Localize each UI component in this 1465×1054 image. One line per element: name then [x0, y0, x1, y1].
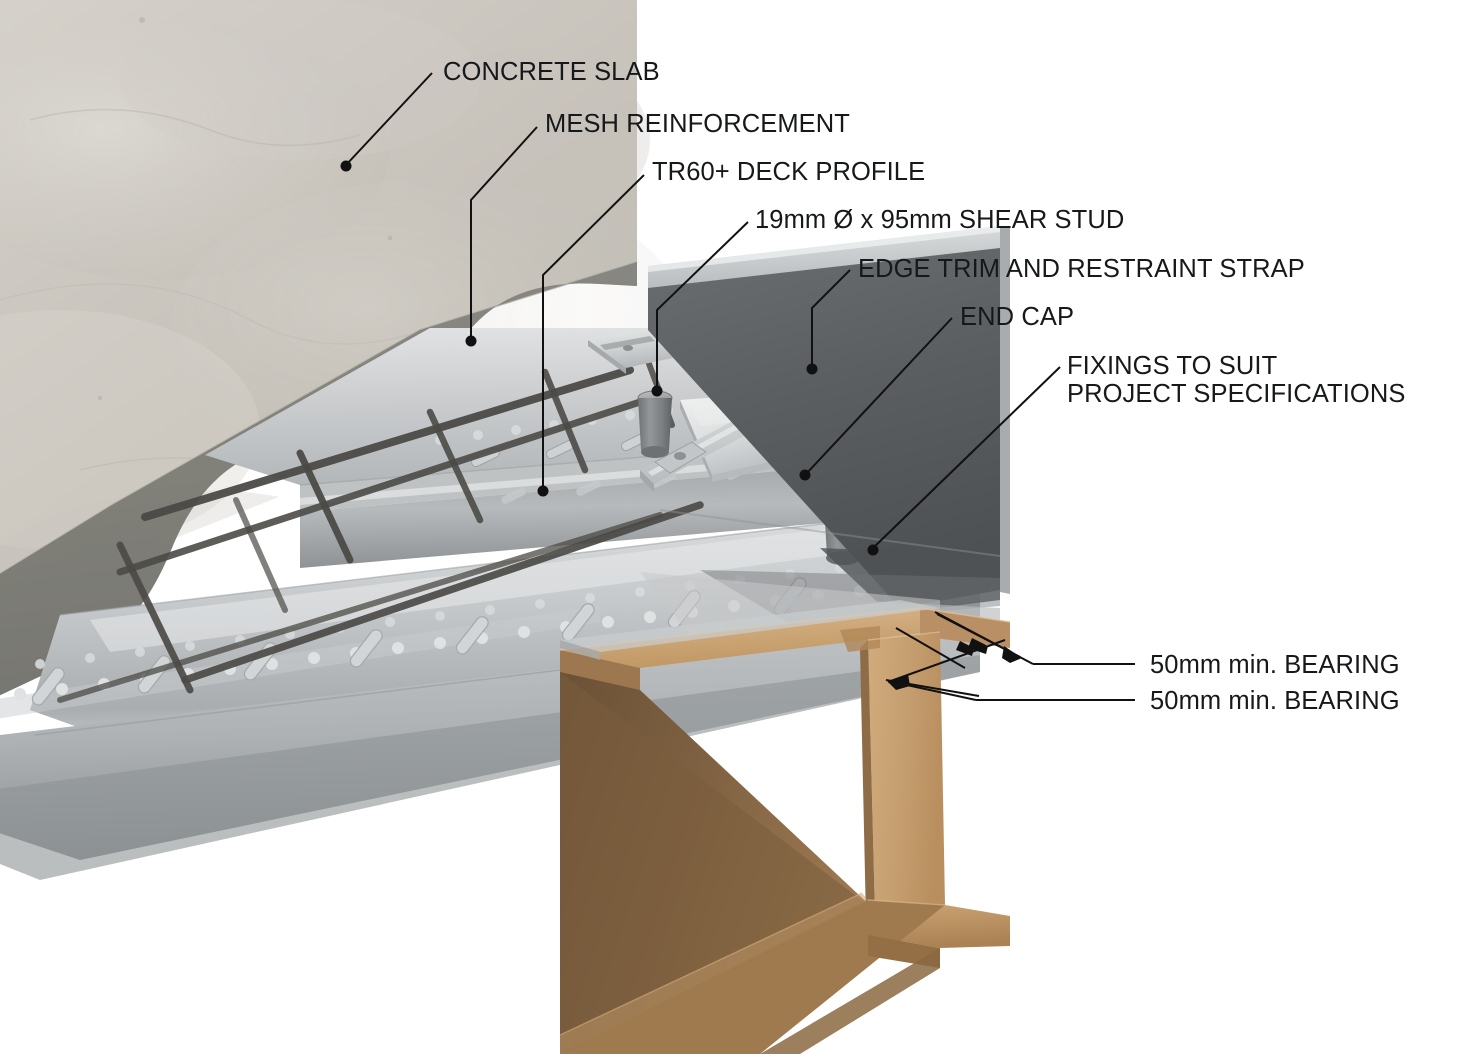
label-edge-trim-and-restraint-strap: EDGE TRIM AND RESTRAINT STRAP — [858, 255, 1305, 283]
label-concrete-slab: CONCRETE SLAB — [443, 58, 660, 86]
label-tr60-deck-profile: TR60+ DECK PROFILE — [652, 158, 926, 186]
label-bearing-upper: 50mm min. BEARING — [1150, 651, 1400, 679]
leader-dot-shear-stud — [651, 385, 663, 397]
label-mesh-reinforcement: MESH REINFORCEMENT — [545, 110, 850, 138]
leader-dot-edge-trim — [806, 363, 818, 375]
leader-dot-deck — [537, 485, 549, 497]
leader-lines — [345, 72, 1061, 550]
label-fixings-line-2: PROJECT SPECIFICATIONS — [1067, 380, 1406, 408]
label-bearing-lower: 50mm min. BEARING — [1150, 687, 1400, 715]
edge-trim — [648, 226, 1010, 624]
leader-dot-end-cap — [799, 469, 811, 481]
label-fixings-line-1: FIXINGS TO SUIT — [1067, 352, 1278, 380]
steel-beam — [559, 607, 1011, 1054]
bearing-dimension-arrowheads — [888, 638, 1022, 690]
leader-dot-fixings — [867, 544, 879, 556]
leader-dot-mesh — [465, 335, 477, 347]
shear-stud-upper — [637, 390, 673, 458]
label-shear-stud: 19mm Ø x 95mm SHEAR STUD — [755, 206, 1125, 234]
label-end-cap: END CAP — [960, 303, 1075, 331]
deck-bearing-lap — [560, 600, 940, 660]
leader-dot-concrete-slab — [340, 160, 352, 172]
leader-dots — [340, 160, 879, 556]
